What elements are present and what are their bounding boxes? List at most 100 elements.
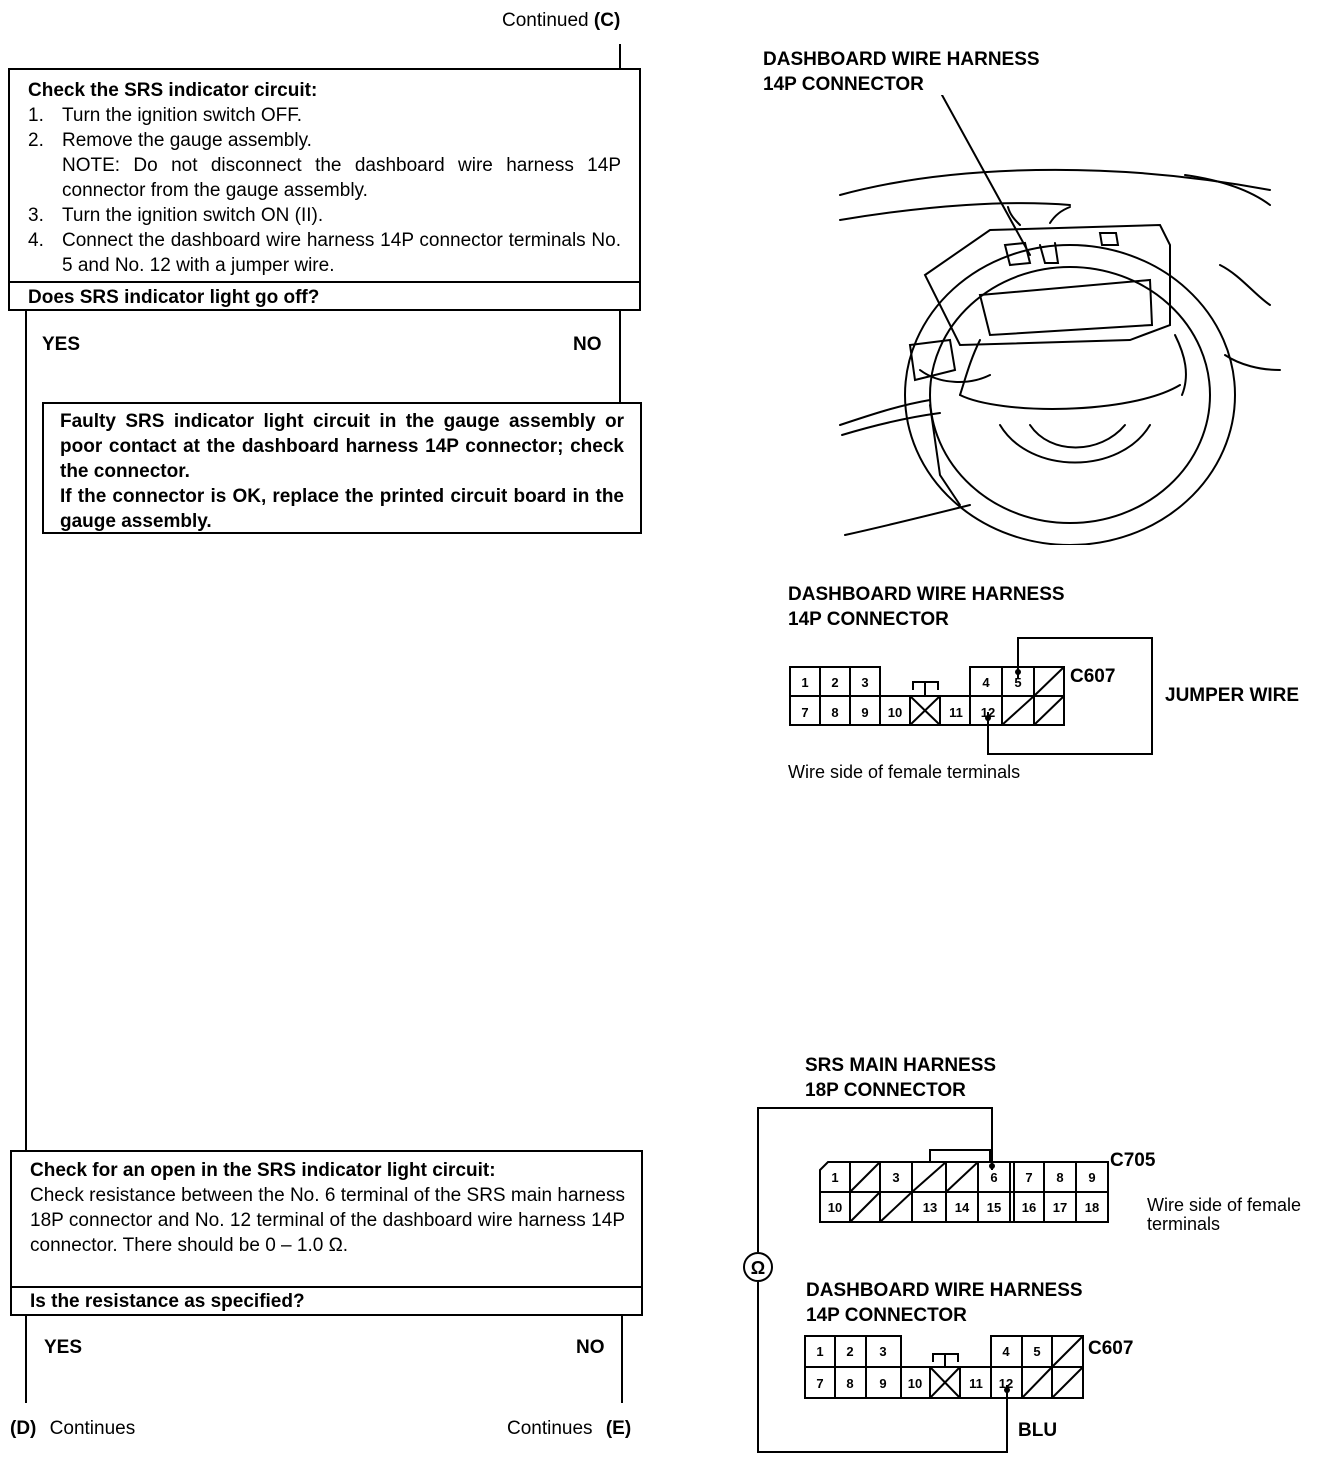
fig3-srs-pin-label: 1 (831, 1170, 838, 1185)
flow-line-yes2 (25, 1315, 27, 1403)
fig3-srs-pin-label: 9 (1088, 1170, 1095, 1185)
box1-step-text: Turn the ignition switch ON (II). (62, 205, 324, 226)
fig3-dash-label: DASHBOARD WIRE HARNESS 14P CONNECTOR (806, 1278, 1083, 1328)
continues-e: Continues (E) (507, 1416, 631, 1441)
fig2-pin-label: 3 (861, 675, 868, 690)
continues-e-label: Continues (507, 1418, 593, 1439)
box1-step-number: 3. (28, 205, 44, 226)
box1-title: Check the SRS indicator circuit: (28, 80, 318, 101)
yes-label-1: YES (42, 334, 81, 355)
fig2-pin-label: 8 (831, 705, 838, 720)
fig3-srs-pin-label: 10 (828, 1200, 842, 1215)
wire-color-label: BLU (1018, 1420, 1058, 1441)
fig2-pin-label: 4 (982, 675, 990, 690)
fig2-note: Wire side of female terminals (788, 762, 1021, 782)
fig2-pin-label: 1 (801, 675, 808, 690)
box1-step-text: Turn the ignition switch OFF. (62, 105, 303, 126)
fig2-pin-label: 9 (861, 705, 868, 720)
continued-label: Continued (502, 10, 589, 31)
fig3-dash-pin-label: 10 (908, 1376, 922, 1391)
continues-e-code: (E) (605, 1418, 632, 1439)
fig3-dash-pin-label: 3 (879, 1344, 886, 1359)
fig3-srs-pin-label: 13 (923, 1200, 937, 1215)
dashboard-illustration (839, 95, 1281, 545)
fig3-srs-note: Wire side of female terminals (1147, 1196, 1301, 1234)
fig3-srs-code: C705 (1110, 1150, 1156, 1171)
fig3-srs-label: SRS MAIN HARNESS 18P CONNECTOR (805, 1053, 996, 1103)
fig3-dash-pin-label: 11 (969, 1376, 983, 1391)
fig2-label: DASHBOARD WIRE HARNESS 14P CONNECTOR (788, 582, 1065, 632)
box2-text: Faulty SRS indicator light circuit in th… (60, 411, 624, 482)
fig3-srs-pin-label: 8 (1056, 1170, 1063, 1185)
box1-step-text: NOTE: Do not disconnect the dashboard wi… (62, 155, 621, 201)
fig2-pin-label: 2 (831, 675, 838, 690)
fig3-dash-pin-label: 7 (816, 1376, 823, 1391)
fig3-srs-label-line1: SRS MAIN HARNESS (805, 1055, 997, 1076)
continues-d-label: Continues (49, 1418, 136, 1439)
fig3-dash-pin-label: 12 (999, 1376, 1013, 1391)
fig3-dash-pin-label: 4 (1002, 1344, 1010, 1359)
fig2-code: C607 (1070, 666, 1116, 687)
box1-step: 1. Turn the ignition switch OFF. (28, 103, 621, 128)
fig3-srs-pin-label: 15 (987, 1200, 1001, 1215)
fig1-label-line1: DASHBOARD WIRE HARNESS (763, 49, 1040, 70)
fig3-dash-label-line1: DASHBOARD WIRE HARNESS (806, 1280, 1083, 1301)
box1-step: 3. Turn the ignition switch ON (II). (28, 203, 621, 228)
fig3-dash-pin-label: 8 (846, 1376, 853, 1391)
no-label-2: NO (576, 1337, 605, 1358)
box1-step: NOTE: Do not disconnect the dashboard wi… (28, 153, 621, 203)
ohmmeter-symbol: Ω (751, 1258, 765, 1278)
box1-step-number: 2. (28, 130, 44, 151)
fig3-srs-pin-label: 14 (955, 1200, 970, 1215)
yes-label-2: YES (44, 1337, 83, 1358)
box2-text2: If the connector is OK, replace the prin… (60, 486, 624, 532)
box1-step: 4. Connect the dashboard wire harness 14P… (28, 228, 621, 278)
box3-question: Is the resistance as specified? (30, 1291, 305, 1312)
box3-text: Check resistance between the No. 6 termi… (30, 1185, 625, 1256)
flow-line-no2 (621, 1315, 623, 1403)
fig2-pin-label: 7 (801, 705, 808, 720)
no-label-1: NO (573, 334, 602, 355)
box3-title: Check for an open in the SRS indicator l… (30, 1160, 496, 1181)
check-open-circuit-box: Check for an open in the SRS indicator l… (10, 1150, 643, 1316)
continued-code: (C) (593, 10, 621, 31)
flow-line-yes1 (25, 310, 27, 1152)
fig2-pin-label: 11 (949, 705, 963, 720)
fig3-dash-pin-label: 5 (1033, 1344, 1040, 1359)
fig3-srs-pin-label: 16 (1022, 1200, 1036, 1215)
check-srs-indicator-box: Check the SRS indicator circuit: 1. Turn … (8, 68, 641, 311)
fig3-srs-pin-label: 17 (1053, 1200, 1067, 1215)
box1-step-text: Remove the gauge assembly. (62, 130, 312, 151)
faulty-circuit-box: Faulty SRS indicator light circuit in th… (42, 402, 642, 534)
fig3-srs-pin-label: 3 (892, 1170, 899, 1185)
fig3-srs-note-line1: Wire side of female (1147, 1195, 1302, 1215)
flow-line-top (619, 44, 621, 69)
fig3-dash-label-line2: 14P CONNECTOR (806, 1305, 967, 1326)
fig3-dash-code: C607 (1088, 1338, 1134, 1359)
continued-top: Continued (C) (502, 8, 620, 33)
fig3-srs-pin-label: 6 (990, 1170, 997, 1185)
box1-step: 2. Remove the gauge assembly. (28, 128, 621, 153)
fig2-pin-label: 5 (1014, 675, 1021, 690)
continues-d-code: (D) (10, 1418, 37, 1439)
fig2-label-line2: 14P CONNECTOR (788, 609, 949, 630)
box1-step-text: Connect the dashboard wire harness 14P c… (62, 230, 621, 276)
fig2-pin-label: 10 (888, 705, 902, 720)
fig3-srs-note-line2: terminals (1147, 1214, 1221, 1234)
box1-step-number: 4. (28, 230, 44, 251)
fig1-label-line2: 14P CONNECTOR (763, 74, 924, 95)
box1-question: Does SRS indicator light go off? (28, 287, 320, 308)
fig3-dash-pin-label: 9 (879, 1376, 886, 1391)
flow-line-no1 (619, 310, 621, 403)
box1-step-number: 1. (28, 105, 44, 126)
fig3-dash-pin-label: 1 (816, 1344, 823, 1359)
fig3-srs-pin-label: 18 (1085, 1200, 1099, 1215)
fig3-dash-pin-label: 2 (846, 1344, 853, 1359)
box1-steps: 1. Turn the ignition switch OFF. 2. Remove … (28, 103, 621, 278)
fig1-label: DASHBOARD WIRE HARNESS 14P CONNECTOR (763, 47, 1040, 97)
jumper-wire-label: JUMPER WIRE (1165, 685, 1300, 706)
fig3-srs-pin-label: 7 (1025, 1170, 1032, 1185)
fig3-srs-label-line2: 18P CONNECTOR (805, 1080, 966, 1101)
